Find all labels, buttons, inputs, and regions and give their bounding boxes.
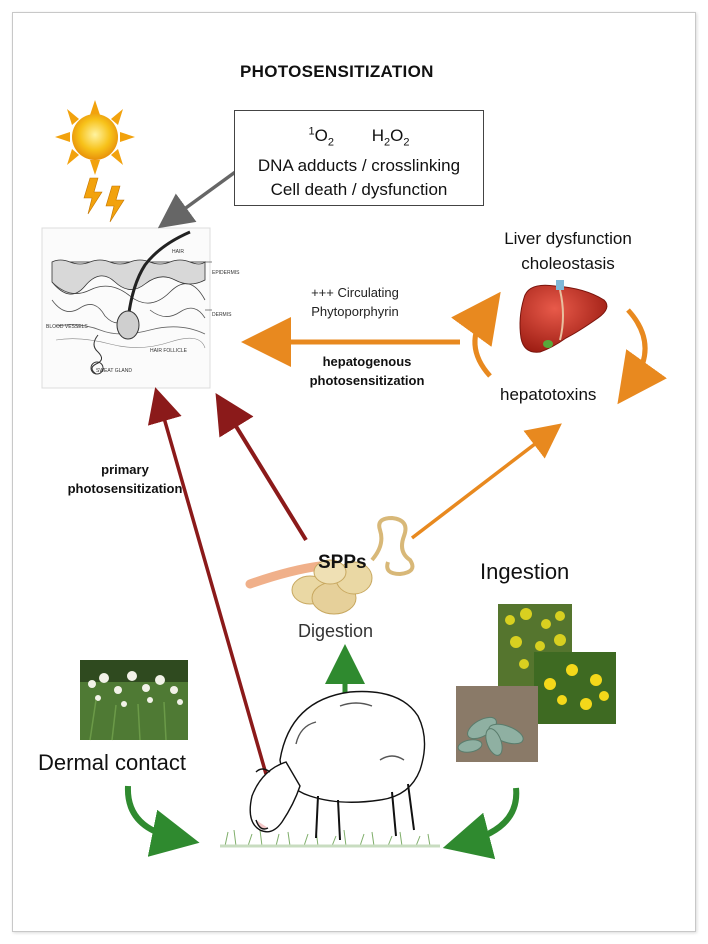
skin-label-epidermis: EPIDERMIS — [212, 270, 240, 276]
liver-line-1: Liver dysfunction — [504, 229, 632, 248]
hepatogenous-line-2: photosensitization — [309, 373, 425, 388]
grass — [220, 829, 440, 848]
spps-label: SPPs — [318, 552, 367, 573]
diagram-title: PHOTOSENSITIZATION — [240, 62, 434, 81]
hepatotoxins-label: hepatotoxins — [500, 385, 597, 404]
orange-arrow-to-liver — [410, 423, 562, 540]
dna-adducts-line: DNA adducts / crosslinking — [257, 156, 461, 176]
cell-death-line: Cell death / dysfunction — [270, 180, 448, 200]
hogweed-photo — [80, 660, 188, 741]
liver-line-2: choleostasis — [521, 254, 615, 273]
green-curve-arrow-left — [124, 785, 200, 857]
hepatogenous-label: hepatogenous photosensitization — [262, 352, 472, 390]
primary-line-2: photosensitization — [67, 481, 183, 496]
dermal-contact-label: Dermal contact — [38, 750, 186, 775]
lightning-icon — [83, 177, 125, 223]
singlet-oxygen: 1O2 — [308, 125, 334, 149]
rosette-plant-photo — [456, 686, 538, 762]
grey-arrow — [157, 168, 240, 229]
red-arrow-primary — [147, 387, 268, 775]
circulating-line-2: Phytoporphyrin — [311, 304, 399, 319]
skin-label-blood-vessels: BLOOD VESSELS — [46, 324, 88, 330]
sheep-icon — [249, 690, 426, 841]
green-curve-arrow-right — [442, 787, 520, 860]
red-arrow-from-spps — [215, 392, 308, 542]
effects-box: 1O2 H2O2 DNA adducts / crosslinking Cell… — [234, 110, 484, 206]
circulating-phytoporphyrin-label: +++ Circulating Phytoporphyrin — [270, 283, 440, 321]
skin-cross-section: HAIR EPIDERMIS DERMIS BLOOD VESSELS HAIR… — [41, 227, 240, 389]
digestion-label: Digestion — [298, 621, 374, 641]
skin-label-dermis: DERMIS — [212, 312, 232, 318]
circulating-line-1: +++ Circulating — [311, 285, 399, 300]
skin-label-hair-follicle: HAIR FOLLICLE — [150, 348, 188, 354]
ingestion-label: Ingestion — [480, 559, 570, 584]
digestive-tract — [245, 515, 415, 615]
liver-icon — [519, 280, 608, 353]
primary-line-1: primary — [101, 462, 149, 477]
ros-line: 1O2 H2O2 — [235, 119, 483, 154]
skin-label-hair: HAIR — [172, 249, 184, 255]
sun-icon — [55, 100, 135, 175]
hepatogenous-line-1: hepatogenous — [322, 354, 412, 369]
st-johns-wort-photo — [534, 652, 616, 724]
liver-cycle-arrow-left — [451, 291, 501, 378]
liver-cycle-arrow-right — [617, 308, 667, 405]
liver-dysfunction-label: Liver dysfunction choleostasis — [470, 226, 666, 276]
primary-photosensitization-label: primary photosensitization — [50, 460, 200, 498]
hydrogen-peroxide: H2O2 — [371, 125, 410, 149]
skin-label-sweat-gland: SWEAT GLAND — [96, 368, 132, 374]
